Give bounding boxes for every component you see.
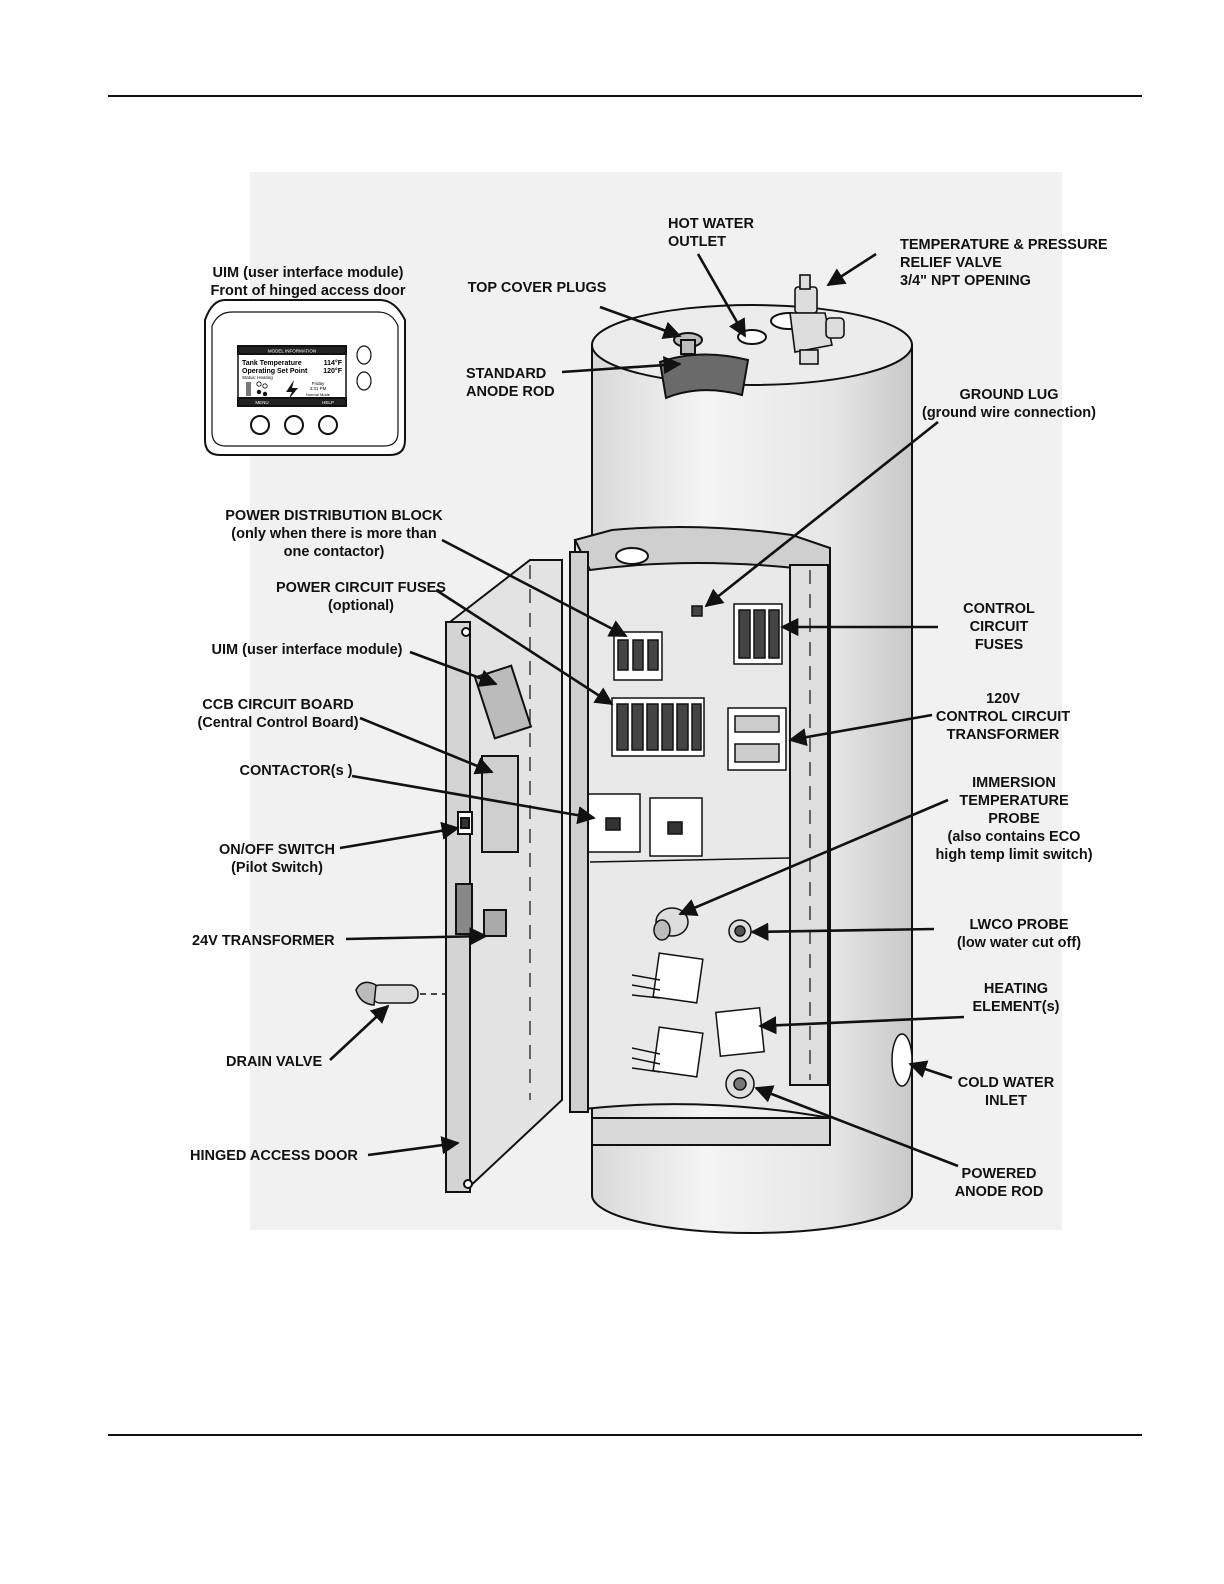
label-onoff-switch: ON/OFF SWITCH(Pilot Switch): [219, 842, 335, 876]
header-rule: [108, 95, 1142, 97]
control-circuit-fuses: [733, 603, 783, 665]
label-ground-lug: GROUND LUG(ground wire connection): [922, 387, 1096, 421]
label-contactors: CONTACTOR(s ): [239, 763, 353, 779]
uim-button-left: [250, 415, 270, 435]
uim-row1-label: Tank Temperature: [242, 360, 302, 367]
uim-front-panel: [204, 298, 406, 456]
tp-relief-valve: [789, 274, 845, 365]
uim-screen-header: MODEL INFORMATION: [268, 349, 316, 354]
power-distribution-block: [613, 631, 663, 681]
hinged-access-door: [445, 551, 589, 1193]
powered-anode-rod: [725, 1069, 755, 1099]
uim-softkey-right: HELP: [322, 400, 334, 405]
uim-row2-label: Operating Set Point: [242, 368, 308, 375]
ground-lug: [691, 605, 703, 617]
uim-screen: MODEL INFORMATION Tank Temperature 114°F…: [242, 349, 343, 406]
label-power-distribution-block: POWER DISTRIBUTION BLOCK(only when there…: [225, 508, 443, 560]
label-top-cover-plugs: TOP COVER PLUGS: [467, 280, 607, 296]
uim-day: Friday: [312, 381, 325, 386]
uim-row2-value: 120°F: [323, 367, 342, 375]
control-circuit-transformer: [727, 707, 787, 771]
lightning-bolt-icon: [286, 380, 298, 400]
label-24v-transformer: 24V TRANSFORMER: [192, 933, 335, 949]
uim-button-center: [284, 415, 304, 435]
uim-row1-value: 114°F: [324, 359, 343, 367]
label-ccb-circuit-board: CCB CIRCUIT BOARD(Central Control Board): [197, 697, 359, 731]
uim-time: 3:31 PM: [310, 386, 327, 391]
footer-rule: [108, 1434, 1142, 1436]
cold-water-inlet: [891, 1033, 913, 1087]
power-circuit-fuses: [611, 697, 705, 757]
uim-status: Status: Heating: [242, 375, 273, 380]
leader-arrows: [329, 252, 965, 1168]
contactors: [587, 793, 703, 857]
label-drain-valve: DRAIN VALVE: [226, 1054, 323, 1070]
label-power-circuit-fuses: POWER CIRCUIT FUSES(optional): [276, 580, 446, 614]
heating-elements: [631, 952, 766, 1078]
lwco-probe: [728, 919, 752, 943]
drain-valve: [355, 981, 446, 1006]
label-uim-front: UIM (user interface module)Front of hing…: [210, 265, 406, 299]
uim-button-right: [318, 415, 338, 435]
tank-level-icon: [246, 382, 251, 396]
label-lwco-probe: LWCO PROBE(low water cut off): [956, 917, 1082, 951]
label-uim: UIM (user interface module): [211, 642, 403, 658]
label-hinged-access-door: HINGED ACCESS DOOR: [190, 1148, 358, 1164]
uim-mode: Normal Mode: [306, 392, 331, 397]
uim-softkey-left: MENU: [255, 400, 268, 405]
